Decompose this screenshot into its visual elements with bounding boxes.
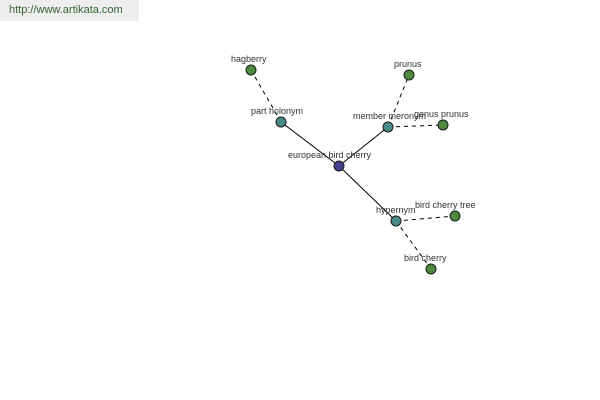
label-european-bird-cherry[interactable]: european bird cherry: [288, 150, 372, 160]
edge-part-holonym-hagberry: [250, 69, 282, 123]
node-prunus[interactable]: [403, 69, 415, 81]
label-bird-cherry[interactable]: bird cherry: [404, 253, 447, 263]
node-european-bird-cherry[interactable]: [333, 160, 345, 172]
edge-center-member-meronym: [338, 126, 389, 167]
label-part-holonym[interactable]: part holonym: [251, 106, 303, 116]
label-hagberry[interactable]: hagberry: [231, 54, 267, 64]
edge-hypernym-bird-cherry-tree: [395, 215, 456, 222]
node-hagberry[interactable]: [245, 64, 257, 76]
site-url-link[interactable]: http://www.artikata.com: [0, 0, 139, 21]
edge-hypernym-bird-cherry: [395, 220, 432, 270]
edge-center-hypernym: [338, 165, 397, 222]
label-member-meronym[interactable]: member meronym: [353, 111, 426, 121]
edge-member-meronym-prunus: [387, 74, 410, 128]
label-prunus[interactable]: prunus: [394, 59, 422, 69]
node-bird-cherry[interactable]: [425, 263, 437, 275]
node-bird-cherry-tree[interactable]: [449, 210, 461, 222]
label-hypernym[interactable]: hypernym: [376, 205, 416, 215]
label-bird-cherry-tree[interactable]: bird cherry tree: [415, 200, 476, 210]
label-genus-prunus[interactable]: genus prunus: [414, 109, 469, 119]
node-genus-prunus[interactable]: [437, 119, 449, 131]
node-hypernym[interactable]: [390, 215, 402, 227]
node-part-holonym[interactable]: [275, 116, 287, 128]
edge-member-meronym-genus-prunus: [387, 124, 444, 128]
node-member-meronym[interactable]: [382, 121, 394, 133]
edge-center-part-holonym: [280, 121, 340, 167]
